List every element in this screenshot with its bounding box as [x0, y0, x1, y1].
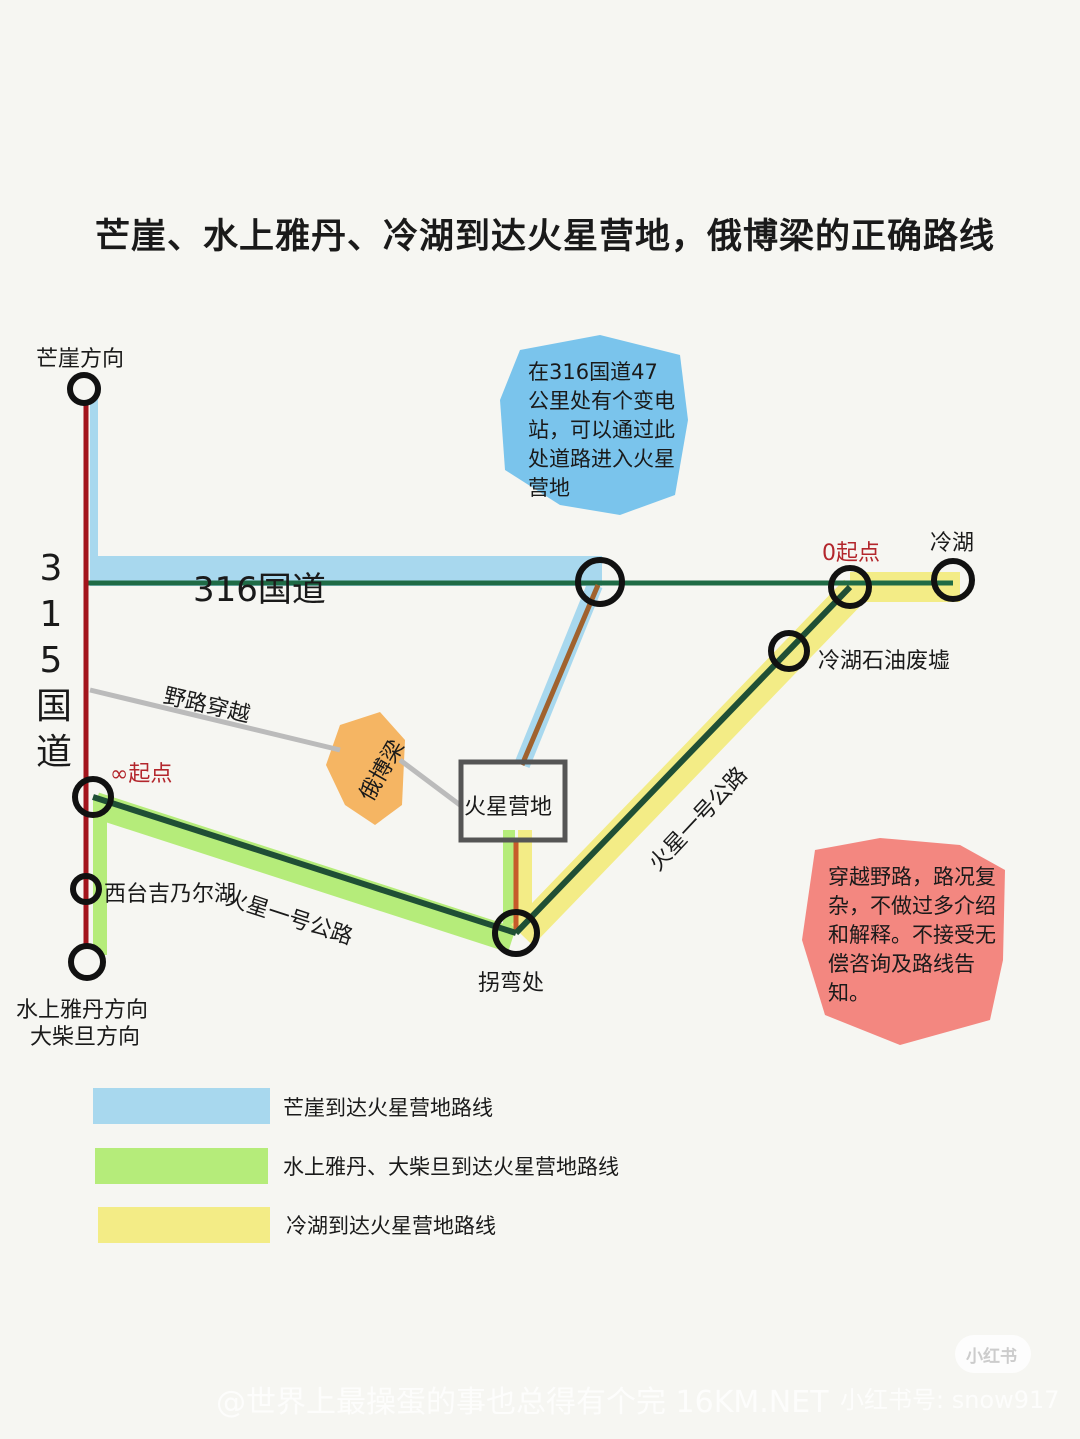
station-turn[interactable] [492, 909, 540, 957]
label-mangya-dir: 芒崖方向 [36, 347, 125, 372]
legend-swatch-yellow [98, 1207, 270, 1243]
note-disclaimer: 穿越野路，路况复杂，不做过多介绍和解释。不接受无偿咨询及路线告知。 [828, 865, 996, 1005]
legend-swatch-green [95, 1148, 268, 1184]
watermark-text: @世界上最操蛋的事也总得有个完 16KM.NET [216, 1385, 829, 1420]
watermark-id: 小红书号: snow917 [840, 1386, 1060, 1414]
disclaimer-note-blob [802, 838, 1005, 1045]
station-mangya[interactable] [67, 372, 101, 406]
substation-note-blob [500, 335, 688, 515]
watermark-badge: 小红书 [966, 1347, 1017, 1367]
label-zero-start: 0起点 [822, 541, 880, 566]
yellow-route-diagonal [511, 579, 866, 946]
watermark-badge-bg [955, 1335, 1031, 1373]
offroad-line-2 [398, 758, 462, 807]
label-xitaiji: 西台吉乃尔湖 [104, 882, 237, 907]
label-road-315: 315国道 [36, 548, 73, 773]
offroad-line [89, 687, 341, 753]
camp-link-line [519, 584, 601, 766]
station-inf-start[interactable] [72, 776, 114, 818]
label-lenghu: 冷湖 [930, 531, 975, 556]
station-yardang[interactable] [68, 943, 106, 981]
mars-road-2-line [513, 584, 853, 936]
eboliang-blob [326, 712, 405, 825]
legend-label-yellow: 冷湖到达火星营地路线 [286, 1214, 496, 1238]
station-lenghu-ruins[interactable] [768, 630, 810, 672]
legend-swatch-blue [93, 1088, 270, 1124]
stations [67, 372, 975, 981]
station-xitaiji[interactable] [70, 873, 102, 905]
green-route-diagonal [90, 792, 517, 953]
mars-camp-box [458, 759, 568, 843]
label-turn: 拐弯处 [478, 971, 545, 996]
station-lenghu[interactable] [931, 558, 975, 602]
note-substation: 在316国道47公里处有个变电站，可以通过此处道路进入火星营地 [528, 360, 675, 500]
mars-road-1-line [92, 794, 517, 936]
station-zero-start[interactable] [828, 565, 872, 609]
page-title: 芒崖、水上雅丹、冷湖到达火星营地，俄博梁的正确路线 [94, 217, 995, 257]
label-yardang-dir: 水上雅丹方向 [16, 998, 149, 1023]
label-inf-start: ∞起点 [110, 762, 173, 787]
label-lenghu-ruins: 冷湖石油废墟 [818, 649, 951, 674]
legend-label-blue: 芒崖到达火星营地路线 [283, 1096, 493, 1120]
station-substation[interactable] [575, 557, 625, 607]
label-mars-camp: 火星营地 [464, 795, 553, 820]
label-chaidan-dir: 大柴旦方向 [30, 1025, 141, 1050]
legend-label-green: 水上雅丹、大柴旦到达火星营地路线 [283, 1155, 619, 1179]
label-road-316: 316国道 [193, 570, 326, 610]
